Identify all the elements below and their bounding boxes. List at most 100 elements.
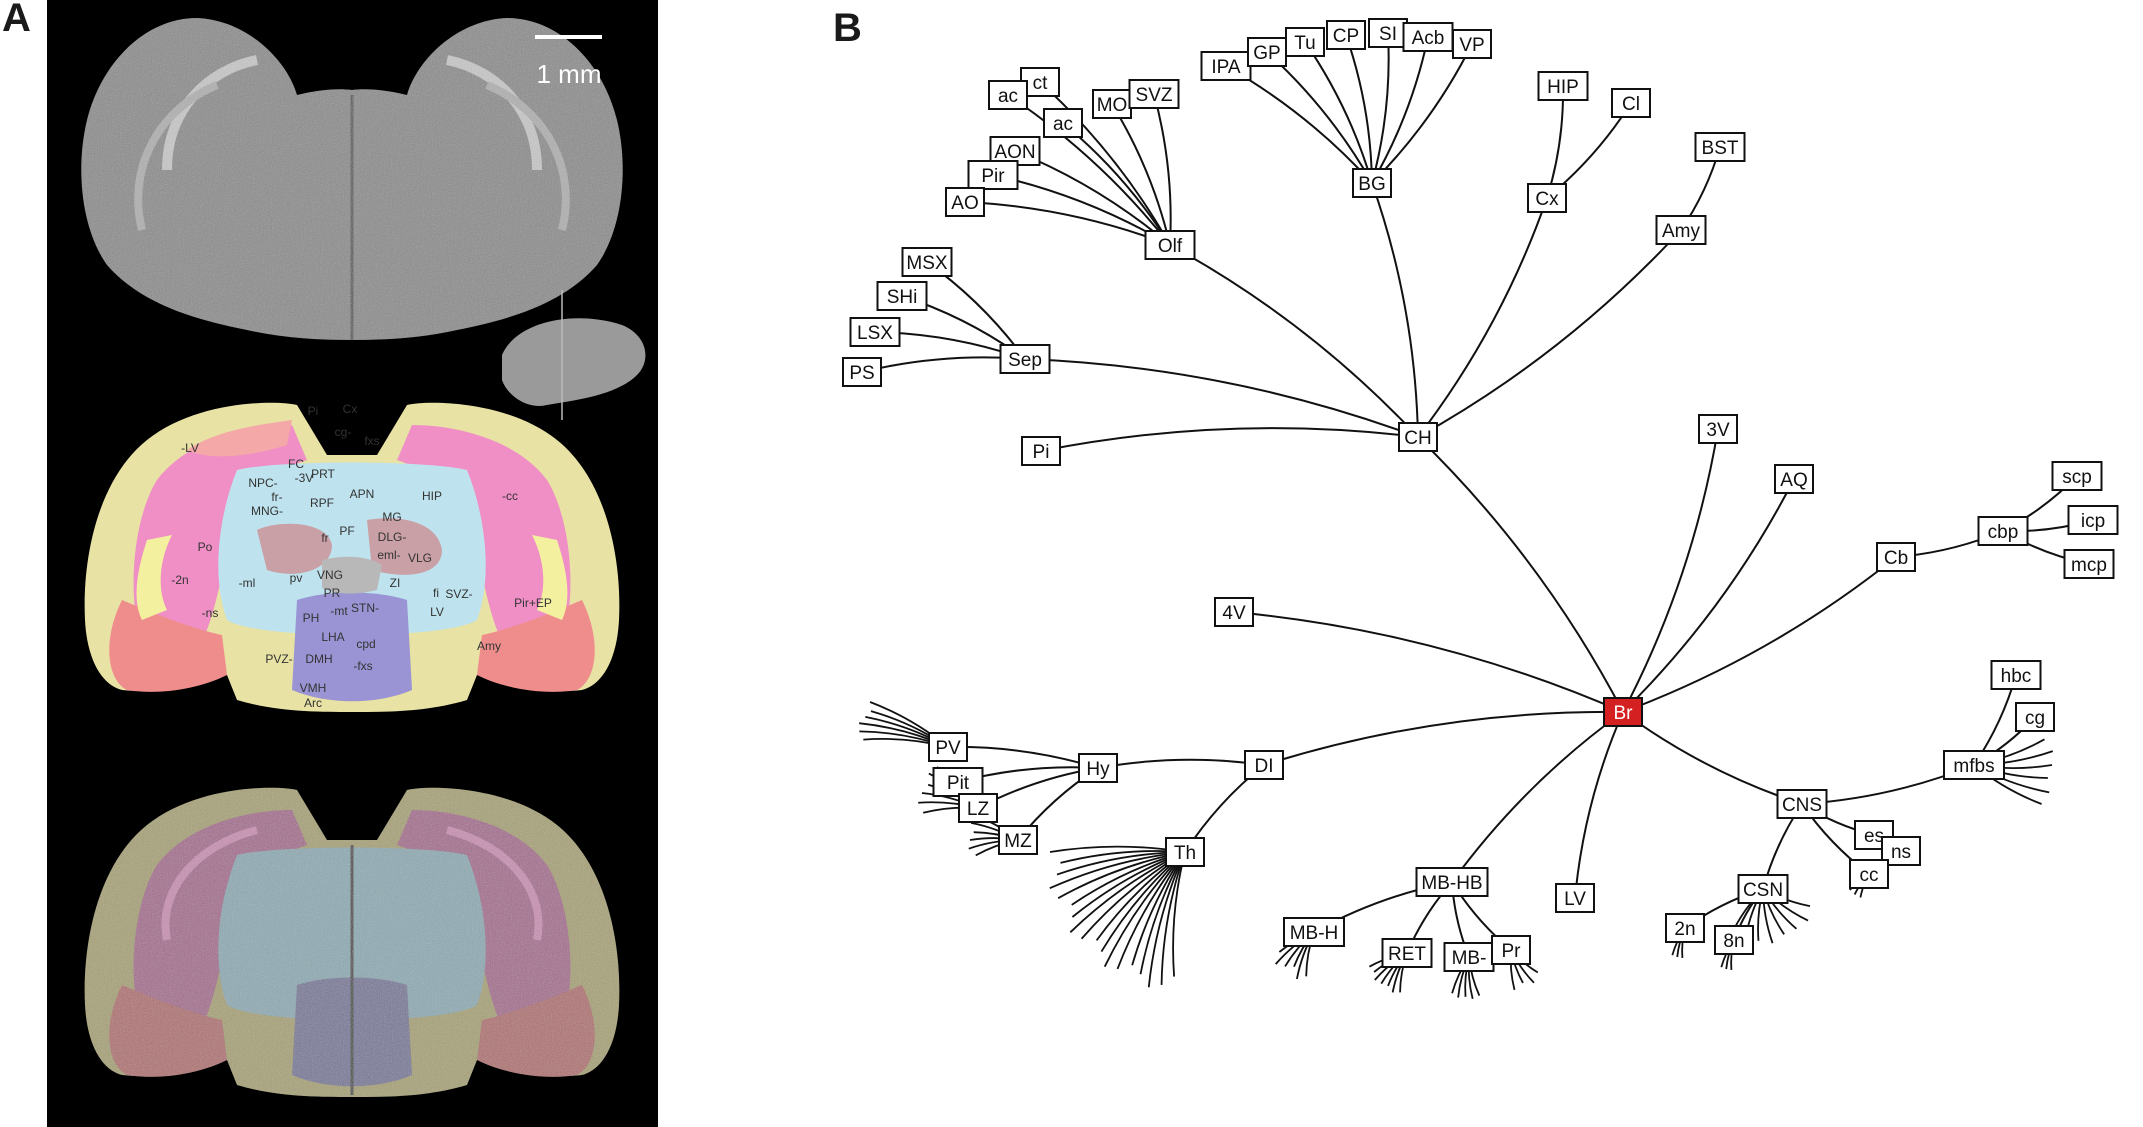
node-label-Tu: Tu <box>1294 33 1315 54</box>
atlas-label-n2: -2n <box>171 573 188 587</box>
node-Olf: Olf <box>1144 230 1196 260</box>
atlas-label-amy: Amy <box>477 639 501 653</box>
node-label-MSX: MSX <box>906 253 948 274</box>
atlas-label-hip: HIP <box>422 489 442 503</box>
node-box-SVZ <box>1128 79 1180 109</box>
atlas-label-dlg: DLG- <box>378 530 407 544</box>
atlas-label-fxs2: -fxs <box>353 659 372 673</box>
edge-Br-CH <box>1417 436 1624 713</box>
edge-BG-SI <box>1371 32 1390 184</box>
node-label-cbp: cbp <box>1988 522 2019 543</box>
node-CNS: CNS <box>1776 789 1828 819</box>
node-label-IPA: IPA <box>1211 57 1241 78</box>
atlas-label-apn: APN <box>350 487 375 501</box>
sagittal-thumbnail <box>502 290 646 420</box>
edge-Cx-HIP <box>1546 85 1565 199</box>
node-box-MSX <box>901 247 953 277</box>
node-box-RET <box>1381 938 1433 968</box>
atlas-label-cg: cg- <box>335 425 352 439</box>
atlas-label-vmh: VMH <box>300 681 327 695</box>
node-label-CNS: CNS <box>1782 795 1822 816</box>
node-box-scp <box>2051 461 2103 491</box>
node-SHi: SHi <box>876 281 928 311</box>
node-label-ct: ct <box>1033 73 1049 94</box>
node-label-Br: Br <box>1614 703 1634 724</box>
node-SVZ: SVZ <box>1128 79 1180 109</box>
edge-CH-Amy <box>1417 229 1682 438</box>
atlas-label-ml: -ml <box>239 576 256 590</box>
node-box-DI <box>1244 750 1284 780</box>
node-MSX: MSX <box>901 247 953 277</box>
node-box-Amy <box>1655 215 1707 245</box>
node-LSX: LSX <box>849 317 901 347</box>
node-MBm: MB- <box>1443 942 1495 972</box>
brain-section-panel: 1 mm <box>47 0 658 1127</box>
atlas-label-pi: Pi <box>308 404 319 418</box>
node-box-CH <box>1398 422 1438 452</box>
edge-CH-Pi <box>1040 427 1419 452</box>
node-box-n8 <box>1714 925 1754 955</box>
edge-Br-V4 <box>1233 611 1624 713</box>
node-label-Th: Th <box>1174 843 1196 864</box>
edge-Br-CNS <box>1622 711 1803 805</box>
node-label-n2: 2n <box>1674 919 1695 940</box>
atlas-label-dmh: DMH <box>305 652 332 666</box>
node-label-LV: LV <box>1564 889 1586 910</box>
atlas-section <box>84 402 620 712</box>
node-LZ: LZ <box>958 793 998 823</box>
node-scp: scp <box>2051 461 2103 491</box>
node-label-PS: PS <box>849 363 874 384</box>
edge-Olf-ct <box>1039 81 1171 246</box>
node-box-n2 <box>1665 913 1705 943</box>
node-AQ: AQ <box>1774 464 1814 494</box>
atlas-label-vlg: VLG <box>408 551 432 565</box>
node-label-Cx: Cx <box>1535 189 1559 210</box>
edge-Br-V3 <box>1622 428 1719 713</box>
node-box-Acb <box>1402 22 1454 52</box>
node-Cx: Cx <box>1527 183 1567 213</box>
node-icp: icp <box>2067 505 2119 535</box>
node-label-V3: 3V <box>1706 420 1730 441</box>
node-label-Cl: Cl <box>1622 94 1640 115</box>
node-box-icp <box>2067 505 2119 535</box>
node-box-Th <box>1165 837 1205 867</box>
atlas-label-fc: FC <box>288 457 304 471</box>
node-AO: AO <box>945 187 985 217</box>
node-mfbs: mfbs <box>1943 750 2005 780</box>
node-label-SI: SI <box>1379 24 1397 45</box>
node-label-Acb: Acb <box>1412 28 1445 49</box>
atlas-label-svz: SVZ- <box>445 587 472 601</box>
node-label-DI: DI <box>1255 756 1274 777</box>
node-LV: LV <box>1555 883 1595 913</box>
node-label-Hy: Hy <box>1086 759 1110 780</box>
edge-Br-DI <box>1263 710 1624 766</box>
panel-label-b: B <box>833 6 862 50</box>
node-label-Pr: Pr <box>1502 941 1522 962</box>
node-label-GP: GP <box>1253 43 1280 64</box>
atlas-label-pvz: PVZ- <box>265 652 292 666</box>
atlas-label-rpf: RPF <box>310 496 334 510</box>
node-Tu: Tu <box>1285 27 1325 57</box>
node-label-MO: MO <box>1097 95 1128 116</box>
node-box-ns <box>1881 836 1921 866</box>
atlas-label-lv2: LV <box>430 605 444 619</box>
node-Sep: Sep <box>999 344 1051 374</box>
node-label-ac1: ac <box>998 86 1018 107</box>
node-hbc: hbc <box>1990 660 2042 690</box>
atlas-label-pirep: Pir+EP <box>514 596 552 610</box>
node-box-Hy <box>1078 753 1118 783</box>
node-label-ac2: ac <box>1053 114 1073 135</box>
node-Cb: Cb <box>1876 542 1916 572</box>
node-box-MBHB <box>1415 867 1489 897</box>
node-label-CH: CH <box>1404 428 1431 449</box>
node-box-Pi <box>1021 436 1061 466</box>
node-label-VP: VP <box>1459 35 1484 56</box>
node-label-MBHB: MB-HB <box>1421 873 1482 894</box>
node-MZ: MZ <box>998 825 1038 855</box>
overlay-section <box>84 787 620 1097</box>
node-label-es: es <box>1864 826 1884 847</box>
node-label-cc: cc <box>1860 865 1879 886</box>
node-box-BST <box>1694 132 1746 162</box>
atlas-label-prt: PRT <box>311 467 335 481</box>
edge-CH-Olf <box>1169 244 1419 438</box>
